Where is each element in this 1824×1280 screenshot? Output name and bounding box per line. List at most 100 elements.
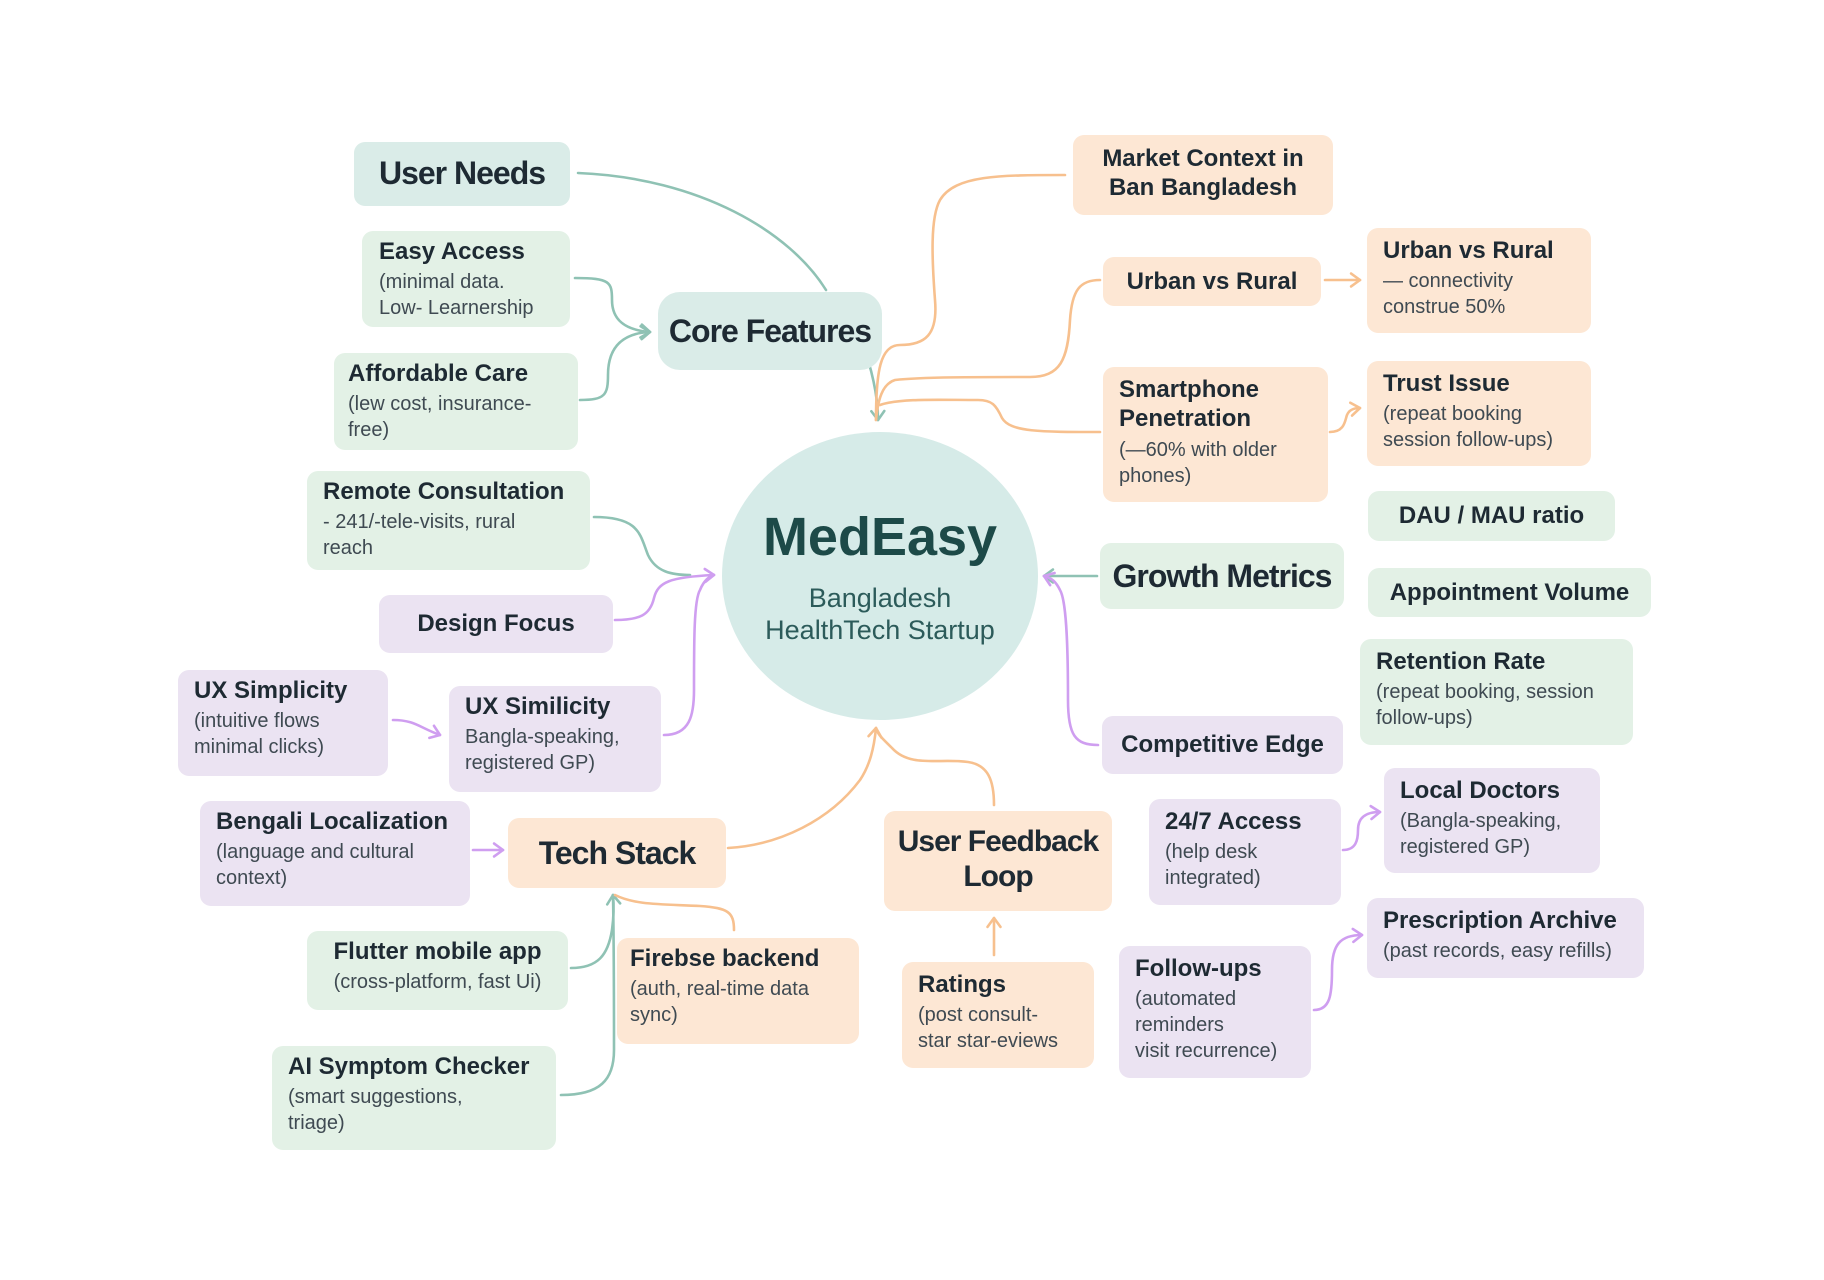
connector-urban-detail-arrowhead xyxy=(1349,272,1362,288)
node-urban-rural-detail: Urban vs Rural — connectivity construe 5… xyxy=(1367,228,1591,333)
node-ux-simplicity-b: UX Similicity Bangla-speaking, registere… xyxy=(449,686,661,792)
node-follow-ups: Follow-ups (automated reminders visit re… xyxy=(1119,946,1311,1078)
node-trust-issue-title: Trust Issue xyxy=(1383,370,1510,397)
node-growth-metrics-title: Growth Metrics xyxy=(1112,558,1333,594)
connector-design xyxy=(613,573,716,622)
connector-core-to-hub-arrowhead xyxy=(870,409,886,422)
node-smartphone-title: Smartphone Penetration xyxy=(1119,376,1260,433)
connector-user-needs xyxy=(576,171,828,292)
connector-remote xyxy=(592,515,692,577)
node-retention-rate: Retention Rate (repeat booking, session … xyxy=(1360,639,1633,745)
connector-smartphone-trust xyxy=(1328,406,1362,434)
node-ux-simplicity-a: UX Simplicity (intuitive flows minimal c… xyxy=(178,670,388,776)
node-design-focus-title: Design Focus xyxy=(417,610,575,637)
node-affordable-care-title: Affordable Care xyxy=(348,360,529,387)
node-prescription-archive-title: Prescription Archive xyxy=(1383,907,1617,934)
connector-affordable xyxy=(578,330,652,402)
node-local-doctors-title: Local Doctors xyxy=(1400,777,1561,804)
node-ai-symptom-title: AI Symptom Checker xyxy=(288,1053,530,1080)
connector-firebase-tech xyxy=(613,893,736,932)
node-remote-consultation: Remote Consultation - 241/-tele-visits, … xyxy=(307,471,590,570)
node-ai-symptom-desc: (smart suggestions, triage) xyxy=(288,1086,463,1135)
node-ratings-desc: (post consult- star star-eviews xyxy=(918,1004,1059,1053)
node-ratings-title: Ratings xyxy=(918,971,1007,998)
node-follow-ups-desc: (automated reminders visit recurrence) xyxy=(1135,988,1278,1063)
node-ux-simplicity-a-title: UX Simplicity xyxy=(194,677,348,704)
node-competitive-edge-title: Competitive Edge xyxy=(1121,731,1324,758)
node-competitive-edge: Competitive Edge xyxy=(1102,716,1343,774)
node-smartphone: Smartphone Penetration (—60% with older … xyxy=(1103,367,1328,502)
node-market-context-title: Market Context in Ban Bangladesh xyxy=(1102,145,1304,202)
node-firebase-desc: (auth, real-time data sync) xyxy=(630,978,809,1027)
connector-urban-rural xyxy=(874,278,1102,422)
node-affordable-care: Affordable Care (lew cost, insurance- fr… xyxy=(334,353,578,450)
node-user-feedback-title: User Feedback Loop xyxy=(897,825,1099,893)
connector-ux-a-b xyxy=(391,718,442,737)
node-local-doctors: Local Doctors (Bangla-speaking, register… xyxy=(1384,768,1600,873)
node-firebase-title: Firebse backend xyxy=(630,945,820,972)
connector-247-local-arrowhead xyxy=(1369,804,1382,821)
connector-ai-tech xyxy=(559,893,616,1097)
central-node-title: MedEasy xyxy=(762,507,998,567)
node-bengali-localization-desc: (language and cultural context) xyxy=(216,841,414,890)
node-bengali-localization-title: Bengali Localization xyxy=(216,808,449,835)
node-easy-access-desc: (minimal data. Low- Learnership xyxy=(379,271,534,320)
node-user-feedback: User Feedback Loop xyxy=(884,811,1112,911)
node-ux-simplicity-b-title: UX Similicity xyxy=(465,693,611,720)
node-tech-stack-title: Tech Stack xyxy=(538,835,697,871)
node-appointment-volume: Appointment Volume xyxy=(1368,568,1651,617)
node-dau-mau-title: DAU / MAU ratio xyxy=(1398,502,1585,529)
node-247-access-title: 24/7 Access xyxy=(1165,808,1302,835)
node-smartphone-desc: (—60% with older phones) xyxy=(1119,438,1277,487)
connector-followups-archive xyxy=(1312,933,1364,1012)
node-market-context: Market Context in Ban Bangladesh xyxy=(1073,135,1333,215)
node-firebase: Firebse backend (auth, real-time data sy… xyxy=(617,938,859,1044)
node-local-doctors-desc: (Bangla-speaking, registered GP) xyxy=(1400,810,1562,859)
node-tech-stack: Tech Stack xyxy=(508,818,726,888)
node-follow-ups-title: Follow-ups xyxy=(1135,955,1262,982)
connector-feedback-hub xyxy=(874,726,996,807)
connector-competitive-arrowhead xyxy=(1042,571,1056,587)
node-remote-consultation-desc: - 241/-tele-visits, rural reach xyxy=(323,511,516,560)
connector-ratings-feedback-arrowhead xyxy=(986,916,1002,929)
node-design-focus: Design Focus xyxy=(379,595,613,653)
node-affordable-care-desc: (lew cost, insurance- free) xyxy=(348,393,532,442)
connector-market xyxy=(874,173,1067,422)
node-urban-rural-detail-desc: — connectivity construe 50% xyxy=(1383,270,1514,319)
connector-247-local xyxy=(1341,810,1382,852)
connector-ux-b xyxy=(662,573,716,737)
node-ux-simplicity-a-desc: (intuitive flows minimal clicks) xyxy=(194,710,324,759)
node-growth-metrics: Growth Metrics xyxy=(1100,543,1344,609)
connector-ux-a-b-arrowhead xyxy=(428,724,442,740)
node-ai-symptom: AI Symptom Checker (smart suggestions, t… xyxy=(272,1046,556,1150)
node-retention-rate-desc: (repeat booking, session follow-ups) xyxy=(1376,681,1594,730)
connector-followups-archive-arrowhead xyxy=(1351,927,1364,944)
node-easy-access: Easy Access (minimal data. Low- Learners… xyxy=(362,231,570,327)
node-user-needs: User Needs xyxy=(354,142,570,206)
node-core-features: Core Features xyxy=(658,292,882,370)
connector-bengali-tech-arrowhead xyxy=(492,842,505,858)
connector-affordable-arrowhead xyxy=(639,324,652,341)
node-urban-rural: Urban vs Rural xyxy=(1103,257,1321,306)
node-remote-consultation-title: Remote Consultation xyxy=(323,478,565,505)
node-ux-simplicity-b-desc: Bangla-speaking, registered GP) xyxy=(465,726,620,775)
connector-competitive xyxy=(1042,574,1100,747)
connector-smartphone xyxy=(878,398,1102,434)
node-bengali-localization: Bengali Localization (language and cultu… xyxy=(200,801,470,906)
connector-flutter-tech xyxy=(569,893,615,970)
node-flutter-title: Flutter mobile app xyxy=(333,938,542,965)
node-urban-rural-detail-title: Urban vs Rural xyxy=(1383,237,1554,264)
node-appointment-volume-title: Appointment Volume xyxy=(1389,579,1630,606)
node-retention-rate-title: Retention Rate xyxy=(1376,648,1546,675)
node-ratings: Ratings (post consult- star star-eviews xyxy=(902,962,1094,1068)
node-user-needs-title: User Needs xyxy=(378,155,546,191)
node-easy-access-title: Easy Access xyxy=(379,238,525,265)
node-urban-rural-title: Urban vs Rural xyxy=(1126,268,1298,295)
connector-tech-hub xyxy=(726,726,878,850)
node-core-features-title: Core Features xyxy=(668,313,872,349)
node-prescription-archive: Prescription Archive (past records, easy… xyxy=(1367,898,1644,978)
node-prescription-archive-desc: (past records, easy refills) xyxy=(1383,940,1612,963)
central-node: MedEasy Bangladesh HealthTech Startup xyxy=(722,432,1038,720)
